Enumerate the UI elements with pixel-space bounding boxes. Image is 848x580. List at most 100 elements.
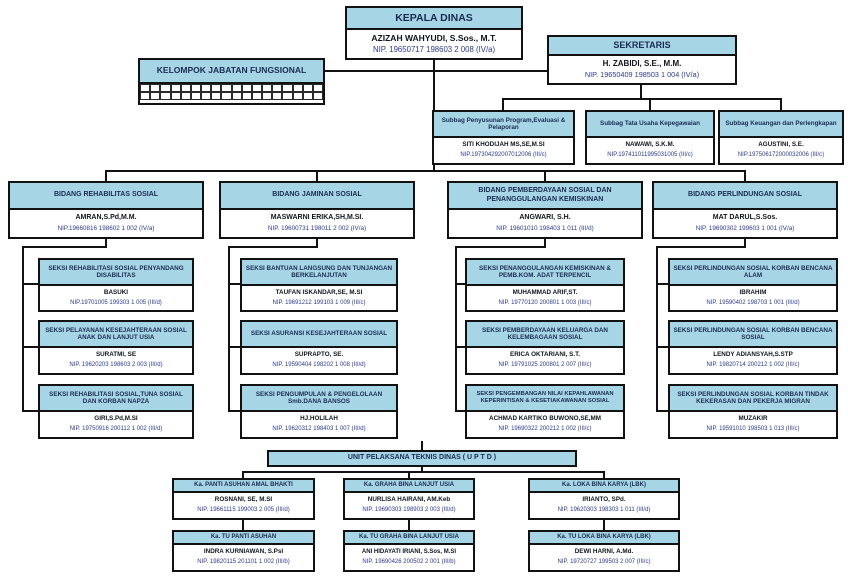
connector-line xyxy=(228,410,240,412)
uptd-head-box: Ka. GRAHA BINA LANJUT USIA NURLISA HAIRA… xyxy=(343,478,475,520)
seksi-box: SEKSI PERLINDUNGAN SOSIAL KORBAN BENCANA… xyxy=(668,320,838,375)
connector-line xyxy=(656,246,746,248)
bidang-perlindungan-box: BIDANG PERLINDUNGAN SOSIAL MAT DARUL,S.S… xyxy=(652,181,838,239)
connector-line xyxy=(22,283,38,285)
seksi-nip: NIP. 19590402 198703 1 001 (III/d) xyxy=(706,299,800,306)
bidang-pemberdayaan-title: BIDANG PEMBERDAYAAN SOSIAL DAN PENANGGUL… xyxy=(449,183,641,210)
connector-line xyxy=(656,283,668,285)
bidang-jaminan-name: MASWARNI ERIKA,SH,M.SI. xyxy=(270,214,364,222)
seksi-nip: NIP. 19591010 198503 1 013 (III/c) xyxy=(706,426,800,433)
uptd-tu-name: ANI HIDAYATI IRIANI, S.Sos, M.SI xyxy=(361,549,457,556)
bidang-jaminan-nip: NIP. 19600731 198011 2 002 (IV/a) xyxy=(267,224,367,232)
bidang-rehabilitas-title: BIDANG REHABILITAS SOSIAL xyxy=(10,183,202,210)
subbag-program-box: Subbag Penyusunan Program,Evaluasi & Pel… xyxy=(432,110,575,165)
seksi-nip: NIP. 19590404 198202 1 008 (III/d) xyxy=(272,362,366,369)
uptd-head-nip: NIP. 19690303 198903 2 003 (III/d) xyxy=(362,507,456,514)
connector-line xyxy=(228,346,240,348)
connector-line xyxy=(455,246,546,248)
uptd-tu-box: Ka. TU LOKA BINA KARYA (LBK) DEWI HARNI,… xyxy=(528,530,680,572)
bidang-rehabilitas-nip: NIP.19660816 198602 1 002 (IV/a) xyxy=(57,224,155,232)
uptd-tu-name: DEWI HARNI, A.Md. xyxy=(574,548,634,556)
uptd-tu-box: Ka. TU GRAHA BINA LANJUT USIA ANI HIDAYA… xyxy=(343,530,475,572)
uptd-head-box: Ka. PANTI ASUHAN AMAL BHAKTI ROSNANI, SE… xyxy=(172,478,315,520)
uptd-head-title: Ka. LOKA BINA KARYA (LBK) xyxy=(530,480,678,493)
connector-line xyxy=(105,170,746,172)
connector-line xyxy=(105,239,107,248)
uptd-tu-nip: NIP. 19720727 199503 2 007 (III/c) xyxy=(557,559,651,566)
connector-line xyxy=(640,85,642,100)
connector-line xyxy=(228,246,318,248)
seksi-nip: NIP. 19620203 198603 2 003 (III/d) xyxy=(69,362,163,369)
functional-group-grid xyxy=(140,84,323,100)
seksi-nip: NIP. 19820714 200212 1 002 (III/c) xyxy=(706,362,800,369)
connector-line xyxy=(228,283,240,285)
seksi-name: MUHAMMAD ARIF,ST. xyxy=(512,288,578,296)
subbag-keuangan-title: Subbag Keuangan dan Perlengkapan xyxy=(720,112,842,138)
sekretaris-box: SEKRETARIS H. ZABIDI, S.E., M.M. NIP. 19… xyxy=(547,35,737,85)
connector-line xyxy=(656,410,668,412)
seksi-box: SEKSI BANTUAN LANGSUNG DAN TUNJANGAN BER… xyxy=(240,258,398,312)
uptd-head-title: Ka. PANTI ASUHAN AMAL BHAKTI xyxy=(174,480,313,493)
uptd-bar: UNIT PELAKSANA TEKNIS DINAS ( U P T D ) xyxy=(267,450,577,467)
seksi-title: SEKSI PERLINDUNGAN SOSIAL KORBAN BENCANA… xyxy=(670,322,836,348)
seksi-title: SEKSI PERLINDUNGAN SOSIAL KORBAN TINDAK … xyxy=(670,386,836,412)
seksi-title: SEKSI PENGEMBANGAN NILAI KEPAHLAWANAN KE… xyxy=(467,386,623,412)
seksi-box: SEKSI PENGUMPULAN & PENGELOLAAN Smb.DANA… xyxy=(240,384,398,439)
seksi-title: SEKSI PEMBERDAYAAN KELUARGA DAN KELEMBAG… xyxy=(467,322,623,348)
uptd-head-nip: NIP. 19661115 199003 2 005 (III/d) xyxy=(197,507,290,514)
bidang-jaminan-title: BIDANG JAMINAN SOSIAL xyxy=(221,183,413,210)
connector-line xyxy=(744,170,746,181)
seksi-title: SEKSI PENGUMPULAN & PENGELOLAAN Smb.DANA… xyxy=(242,386,396,412)
connector-line xyxy=(502,98,504,110)
connector-line xyxy=(105,170,107,181)
seksi-title: SEKSI REHABILITASI SOSIAL,TUNA SOSIAL DA… xyxy=(40,386,192,412)
uptd-title: UNIT PELAKSANA TEKNIS DINAS ( U P T D ) xyxy=(269,452,575,465)
connector-line xyxy=(780,98,782,110)
sekretaris-title: SEKRETARIS xyxy=(549,37,735,56)
subbag-program-nip: NIP.197304292007012006 (III/c) xyxy=(460,152,547,159)
seksi-box: SEKSI PELAYANAN KESEJAHTERAAN SOSIAL ANA… xyxy=(38,320,194,375)
subbag-keuangan-name: AGUSTINI, S.E. xyxy=(758,141,804,149)
bidang-pemberdayaan-box: BIDANG PEMBERDAYAAN SOSIAL DAN PENANGGUL… xyxy=(447,181,643,239)
connector-line xyxy=(421,466,423,473)
bidang-pemberdayaan-nip: NIP. 19601010 198403 1 011 (III/d) xyxy=(496,224,594,232)
sekretaris-name: H. ZABIDI, S.E., M.M. xyxy=(602,58,682,68)
connector-line xyxy=(22,246,107,248)
connector-line xyxy=(544,170,546,181)
seksi-nip: NIP.19701005 199303 1 005 (III/d) xyxy=(70,299,162,306)
connector-line xyxy=(325,70,547,72)
uptd-tu-nip: NIP. 19820115 201101 1 002 (III/b) xyxy=(197,559,290,566)
seksi-nip: NIP. 19791025 200801 2 007 (III/c) xyxy=(498,362,592,369)
bidang-rehabilitas-box: BIDANG REHABILITAS SOSIAL AMRAN,S.Pd,M.M… xyxy=(8,181,204,239)
seksi-box: SEKSI ASURANSI KESEJAHTERAAN SOSIAL SUPR… xyxy=(240,320,398,375)
bidang-perlindungan-name: MAT DARUL,S.Sos. xyxy=(712,214,778,222)
connector-line xyxy=(455,283,465,285)
seksi-name: SUPRAPTO, SE. xyxy=(294,351,344,359)
seksi-nip: NIP. 19691212 199103 1 009 (III/c) xyxy=(272,299,366,306)
uptd-head-name: IRIANTO, SPd. xyxy=(582,496,626,504)
subbag-keuangan-box: Subbag Keuangan dan Perlengkapan AGUSTIN… xyxy=(718,110,844,165)
kepala-dinas-title: KEPALA DINAS xyxy=(347,8,521,30)
connector-line xyxy=(22,346,38,348)
seksi-box: SEKSI PENANGGULANGAN KEMISKINAN & PEMB.K… xyxy=(465,258,625,312)
seksi-name: SURATMI, SE xyxy=(95,351,137,359)
seksi-name: ACHMAD KARTIKO BUWONO,SE,MM xyxy=(489,415,601,423)
subbag-kepegawaian-title: Subbag Tata Usaha Kepegawaian xyxy=(587,112,713,138)
connector-line xyxy=(22,410,38,412)
uptd-tu-box: Ka. TU PANTI ASUHAN INDRA KURNIAWAN, S.P… xyxy=(172,530,315,572)
kelompok-jabatan-fungsional-box: KELOMPOK JABATAN FUNGSIONAL xyxy=(138,58,325,105)
seksi-title: SEKSI PENANGGULANGAN KEMISKINAN & PEMB.K… xyxy=(467,260,623,286)
bidang-pemberdayaan-name: ANGWARI, S.H. xyxy=(519,214,571,222)
seksi-name: TAUFAN ISKANDAR,SE, M.SI xyxy=(275,288,363,296)
seksi-name: HJ.HOLILAH xyxy=(300,415,338,423)
subbag-kepegawaian-box: Subbag Tata Usaha Kepegawaian NAWAWI, S.… xyxy=(585,110,715,165)
bidang-rehabilitas-name: AMRAN,S.Pd,M.M. xyxy=(75,214,137,222)
seksi-title: SEKSI PERLINDUNGAN SOSIAL KORBAN BENCANA… xyxy=(670,260,836,286)
seksi-name: LENDY ADIANSYAH,S.STP xyxy=(713,351,793,359)
subbag-program-name: SITI KHODIJAH MS,SE,M.SI xyxy=(462,141,545,149)
seksi-box: SEKSI PEMBERDAYAAN KELUARGA DAN KELEMBAG… xyxy=(465,320,625,375)
connector-line xyxy=(408,471,410,478)
seksi-nip: NIP. 19620312 198403 1 007 (III/d) xyxy=(272,426,366,433)
connector-line xyxy=(502,98,782,100)
